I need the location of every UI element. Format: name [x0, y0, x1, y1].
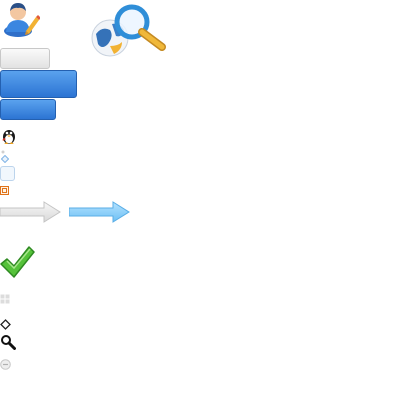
user-edit-icon	[4, 3, 40, 37]
diamond-outline-icon	[0, 319, 11, 330]
small-diamond-icon	[1, 155, 9, 163]
blue-large-button[interactable]	[0, 70, 77, 98]
blue-arrow-right-icon[interactable]	[69, 200, 131, 224]
circle-button-icon[interactable]	[0, 359, 11, 370]
search-icon[interactable]	[0, 334, 16, 350]
orange-square-icon	[0, 186, 9, 195]
tiny-dot-icon	[1, 150, 5, 154]
gray-arrow-right-icon[interactable]	[0, 200, 62, 224]
blue-small-button[interactable]	[0, 99, 56, 120]
qq-penguin-icon	[2, 130, 15, 144]
grid-icon	[0, 294, 10, 304]
globe-search-icon	[91, 4, 166, 57]
gray-button[interactable]	[0, 48, 50, 69]
checkmark-icon	[0, 246, 35, 278]
checkbox[interactable]	[0, 166, 15, 181]
